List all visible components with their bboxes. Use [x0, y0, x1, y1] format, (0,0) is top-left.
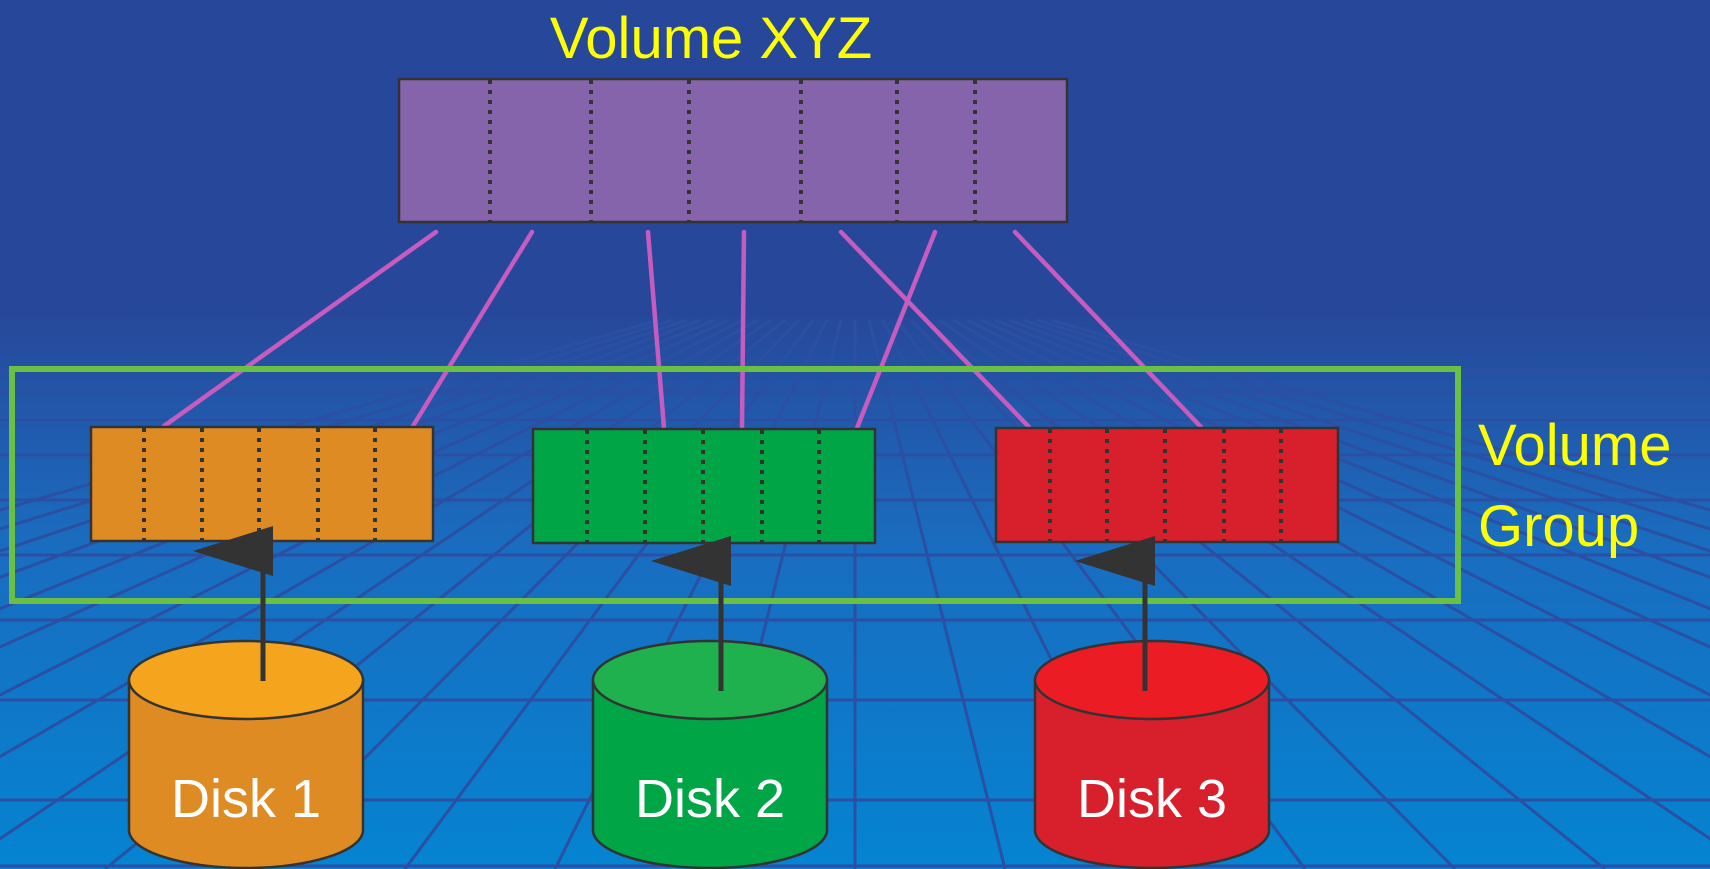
grid-line-v-18 — [909, 318, 1457, 869]
volume-group-label-line2: Group — [1478, 494, 1639, 559]
grid-line-v-27 — [1036, 318, 1710, 531]
grid-line-v-2 — [0, 318, 688, 553]
grid-line-v-6 — [0, 318, 744, 697]
volume-group-box — [9, 366, 1461, 604]
mapping-line-1 — [410, 229, 535, 429]
grid-line-v-19 — [924, 318, 1606, 869]
disk-3-body — [1033, 678, 1271, 869]
disk-2-top — [591, 639, 829, 721]
physical-volume-2 — [531, 427, 877, 545]
disk-1-body — [127, 678, 365, 869]
mapping-line-2 — [645, 229, 667, 431]
grid-line-v-26 — [1022, 318, 1710, 553]
grid-line-v-25 — [1008, 318, 1710, 579]
volume-title: Volume XYZ — [550, 6, 872, 71]
grid-line-v-0 — [0, 318, 660, 512]
mapping-line-3 — [739, 229, 747, 431]
physical-volume-1 — [89, 425, 435, 543]
grid-line-v-20 — [938, 318, 1710, 841]
disk-3: Disk 3 — [1033, 639, 1271, 869]
mapping-line-6 — [1012, 229, 1204, 430]
grid-line-v-5 — [0, 318, 730, 649]
disk-3-label: Disk 3 — [1077, 769, 1227, 829]
disk-1-label: Disk 1 — [171, 769, 321, 829]
disk-3-top — [1033, 639, 1271, 721]
volume-group-label: Volume Group — [1478, 413, 1688, 559]
disk-1: Disk 1 — [127, 639, 365, 869]
mapping-line-0 — [161, 229, 439, 429]
grid-line-v-15 — [867, 319, 1007, 869]
physical-extent-dividers — [142, 428, 1283, 542]
disk-2-body — [591, 678, 829, 869]
physical-volume-3 — [994, 426, 1340, 544]
grid-line-v-24 — [994, 318, 1710, 611]
grid-line-v-7 — [0, 318, 758, 759]
mapping-line-5 — [854, 229, 938, 431]
grid-line-v-11 — [403, 319, 815, 869]
volume-extent-dividers — [488, 80, 977, 221]
grid-line-v-3 — [0, 318, 702, 579]
disk-2: Disk 2 — [591, 639, 829, 869]
grid-line-v-4 — [0, 318, 716, 611]
disk-2-label: Disk 2 — [635, 769, 785, 829]
extent-mapping-lines — [161, 229, 1204, 431]
mapping-line-4 — [838, 229, 1032, 430]
disk-1-top — [127, 639, 365, 721]
grid-line-v-22 — [966, 318, 1710, 697]
grid-line-v-8 — [0, 318, 772, 841]
grid-line-v-28 — [1050, 318, 1710, 512]
volume-group-label-line1: Volume — [1478, 413, 1671, 478]
volume-bar — [397, 77, 1069, 224]
grid-line-v-1 — [0, 318, 674, 531]
grid-line-v-21 — [952, 318, 1710, 759]
